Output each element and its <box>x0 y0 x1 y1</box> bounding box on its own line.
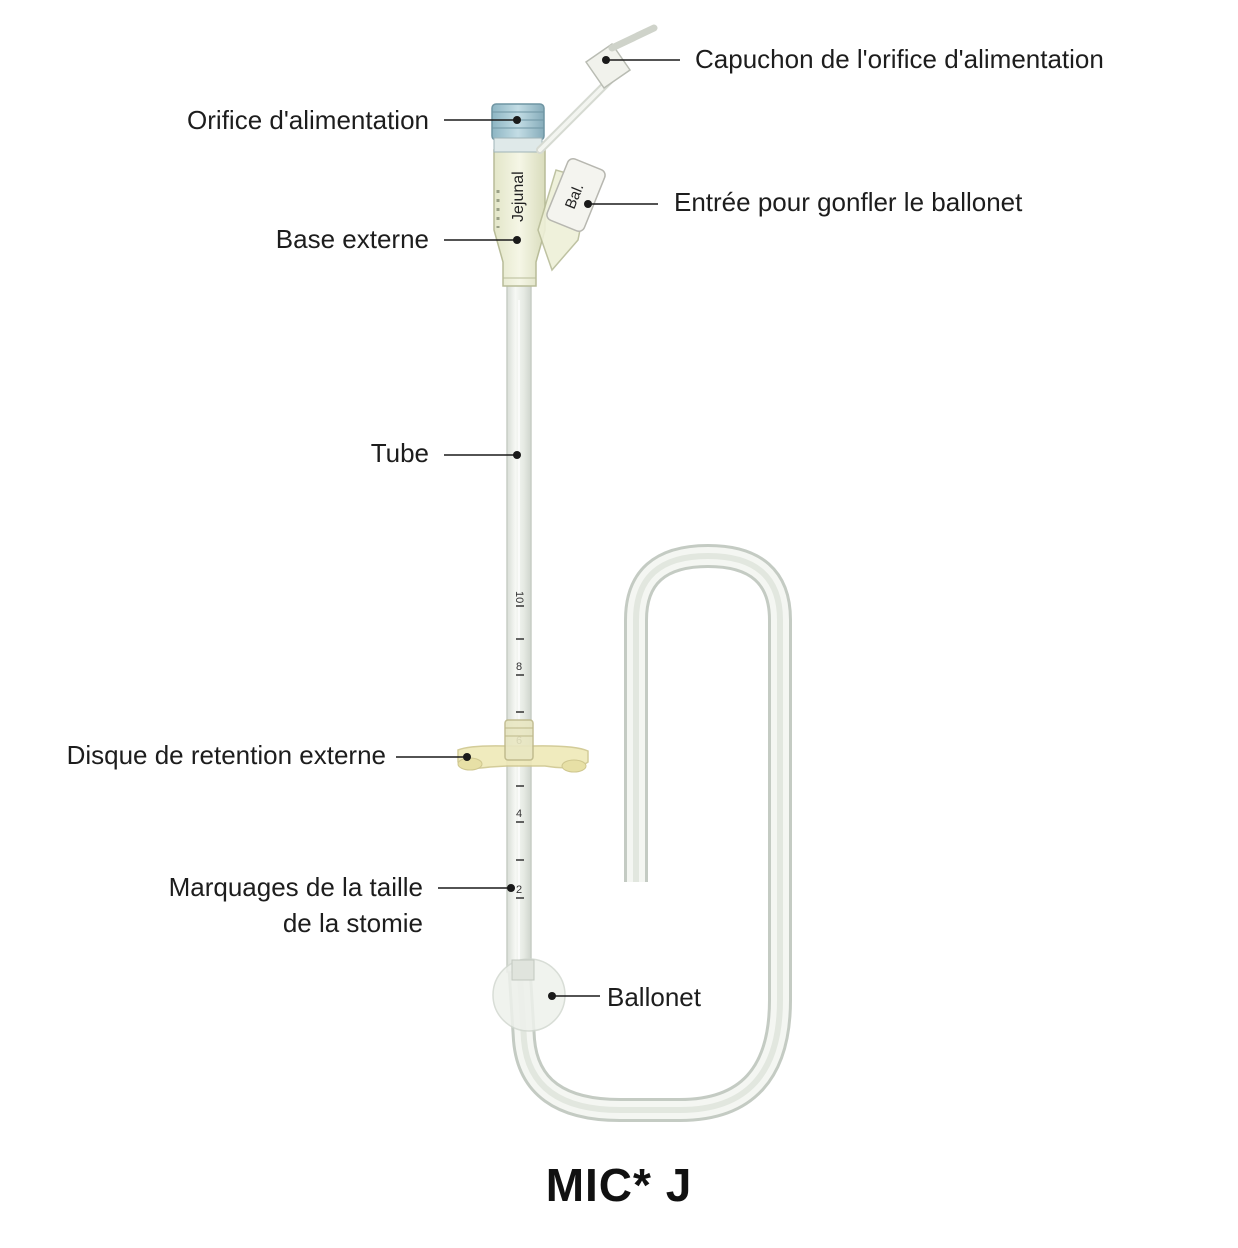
jejunal-print: Jejunal <box>510 171 527 222</box>
main-tube <box>506 281 532 973</box>
feeding-port-cap <box>536 24 658 154</box>
jejunal-tube-loop <box>507 543 792 1122</box>
leader-dot-tube <box>513 451 521 459</box>
scale-tick <box>516 605 524 899</box>
label-feeding-port-cap: Capuchon de l'orifice d'alimentation <box>695 44 1104 74</box>
scale-label-8: 8 <box>516 661 522 673</box>
leader-dot-balloon-inflation-port <box>584 200 592 208</box>
leader-lines <box>396 56 680 1000</box>
label-external-base: Base externe <box>275 224 429 254</box>
label-balloon: Ballonet <box>607 982 701 1012</box>
scale-label-2: 2 <box>516 884 522 896</box>
leader-dot-balloon <box>548 992 556 1000</box>
external-base: Jejunal <box>493 149 546 287</box>
external-retention-disk <box>457 719 589 773</box>
leader-dot-retention-disk <box>463 753 471 761</box>
label-feeding-port: Orifice d'alimentation <box>187 105 429 135</box>
scale-label-4: 4 <box>516 808 522 820</box>
leader-dot-stoma-markings <box>507 884 515 892</box>
label-external-retention-disk: Disque de retention externe <box>66 740 386 770</box>
label-stoma-markings-line1: Marquages de la taille <box>168 872 423 902</box>
balloon-inflation-port: Bal. <box>537 157 606 272</box>
balloon <box>492 958 566 1032</box>
leader-dot-external-base <box>513 236 521 244</box>
label-tube: Tube <box>370 438 429 468</box>
leader-dot-feeding-port-cap <box>602 56 610 64</box>
page-title: MIC* J <box>545 1159 693 1211</box>
feeding-port <box>491 103 545 153</box>
label-balloon-inflation-port: Entrée pour gonfler le ballonet <box>674 187 1023 217</box>
leader-dot-feeding-port <box>513 116 521 124</box>
scale-label-10: 10 <box>513 591 525 603</box>
label-stoma-markings-line2: de la stomie <box>282 908 423 938</box>
